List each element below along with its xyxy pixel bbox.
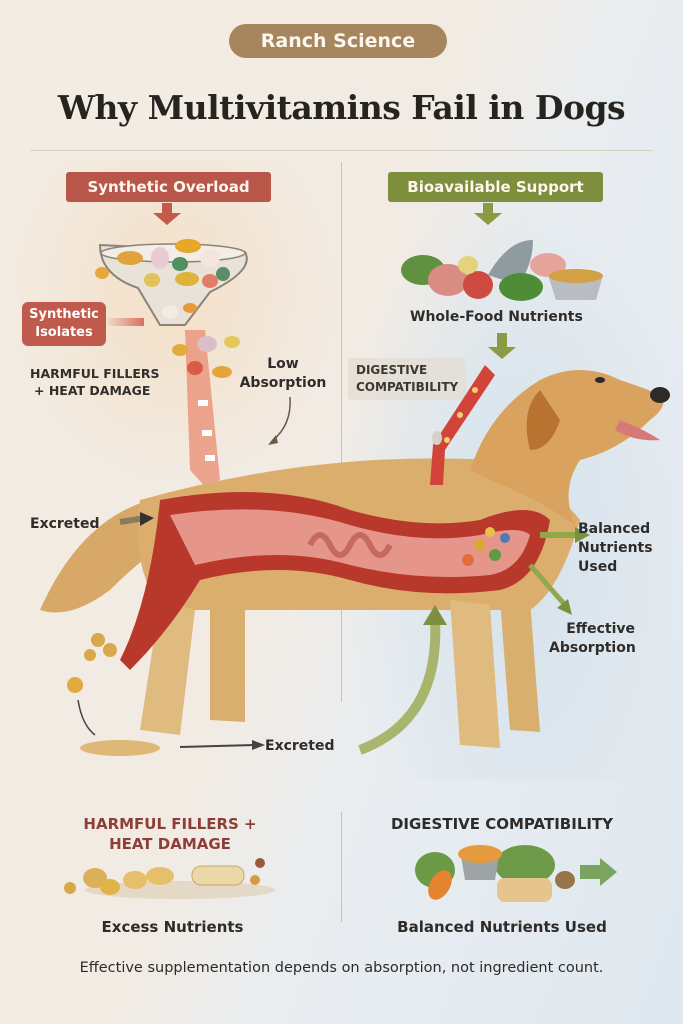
bioavailable-support-banner: Bioavailable Support [388,172,603,202]
harmful-fillers-label: HARMFUL FILLERS + HEAT DAMAGE [30,365,160,399]
page-title: Why Multivitamins Fail in Dogs [57,88,626,127]
harmful-fillers-line1: HARMFUL FILLERS [30,366,160,381]
effective-line1: Effective [566,621,635,637]
effective-line2: Absorption [549,640,636,656]
nutrient-flow-illustration [430,365,495,485]
whole-food-illustration [401,240,603,301]
down-arrow-icon [488,333,516,359]
down-arrow-icon [474,203,502,225]
pill-funnel-illustration [95,239,248,326]
whole-food-nutrients-label: Whole-Food Nutrients [410,309,583,325]
low-absorption-label: Low Absorption [238,355,328,393]
digestive-compatibility-label: DIGESTIVE COMPATIBILITY [348,358,467,400]
harmful-fillers-heading: HARMFUL FILLERS + HEAT DAMAGE [60,814,280,854]
low-absorption-line1: Low [267,356,299,372]
synthetic-isolates-line1: Synthetic [29,307,99,322]
digestive-line1: DIGESTIVE [356,363,428,377]
excreted-lower-label: Excreted [265,738,335,754]
balanced-line2: Nutrients [578,540,653,556]
excreted-upper-label: Excreted [30,516,100,532]
synthetic-isolates-label: Synthetic Isolates [22,302,106,346]
falling-pills-illustration [172,330,240,490]
harmful-fillers-heading-line1: HARMFUL FILLERS + [83,815,257,833]
effective-absorption-label: Effective Absorption [549,620,636,658]
harmful-fillers-heading-line2: HEAT DAMAGE [109,835,231,853]
digestive-compatibility-heading: DIGESTIVE COMPATIBILITY [390,815,614,833]
footer-tagline: Effective supplementation depends on abs… [79,960,604,976]
down-arrow-icon [153,203,181,225]
right-arrow-icon [108,318,144,326]
title-divider [30,150,653,151]
excess-pills-illustration [64,858,275,899]
harmful-fillers-line2: + HEAT DAMAGE [34,383,151,398]
synthetic-overload-banner: Synthetic Overload [66,172,271,202]
center-divider [341,162,342,702]
balanced-nutrients-caption: Balanced Nutrients Used [397,918,607,936]
curved-arrow-icon [268,396,291,445]
category-badge: Ranch Science [229,24,447,58]
dog-anatomy-illustration [40,370,670,756]
bottom-divider [341,812,342,922]
balanced-line3: Used [578,559,618,575]
balanced-line1: Balanced [578,521,651,537]
synthetic-isolates-line2: Isolates [35,325,93,340]
balanced-food-illustration [415,845,617,902]
digestive-line2: COMPATIBILITY [356,380,459,394]
low-absorption-line2: Absorption [239,375,327,391]
excess-nutrients-caption: Excess Nutrients [101,918,244,936]
balanced-nutrients-used-label: Balanced Nutrients Used [578,520,653,577]
